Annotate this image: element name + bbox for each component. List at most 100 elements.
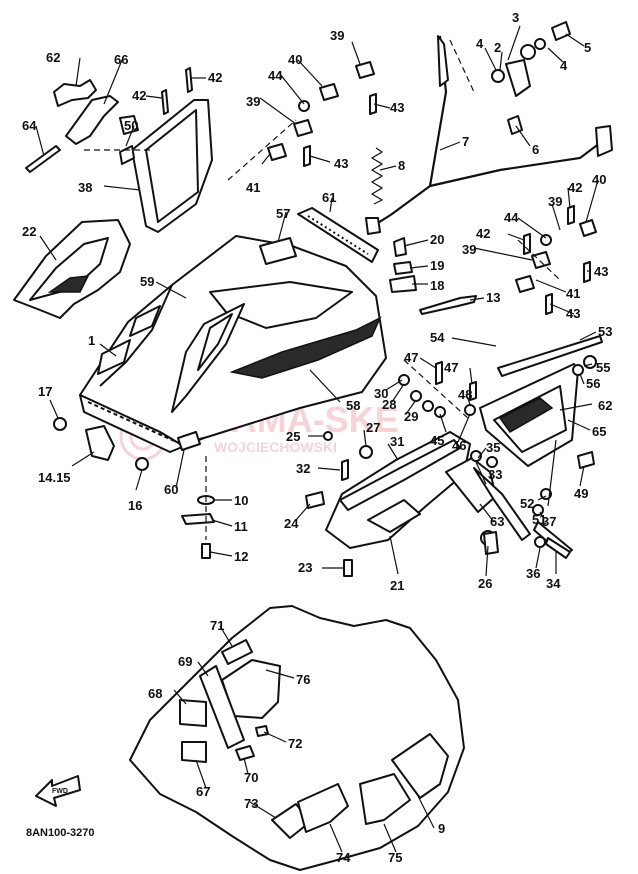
callout-17: 17 [38,384,52,399]
callout-3: 3 [512,10,519,25]
callout-19: 19 [430,258,444,273]
callout-32: 32 [296,461,310,476]
callout-43: 43 [390,100,404,115]
callout-4: 4 [560,58,568,73]
callout-34: 34 [546,576,561,591]
callout-71: 71 [210,618,224,633]
callout-36: 36 [526,566,540,581]
callout-73: 73 [244,796,258,811]
callout-27: 27 [366,420,380,435]
callout-11: 11 [234,519,248,534]
callout-65: 65 [592,424,606,439]
callout-23: 23 [298,560,312,575]
callout-43: 43 [334,156,348,171]
callout-40: 40 [592,172,606,187]
lower-cowl-9-part [129,605,465,871]
side-panel-22-part [13,219,131,319]
callout-26: 26 [478,576,492,591]
callout-12: 12 [234,549,248,564]
callout-45: 45 [430,433,444,448]
callout-37: 37 [542,514,556,529]
callout-8: 8 [398,158,405,173]
callout-47: 47 [404,350,418,365]
callout-67: 67 [196,784,210,799]
callout-39: 39 [462,242,476,257]
fwd-label: FWD [52,788,68,795]
callout-43: 43 [566,306,580,321]
callout-39: 39 [246,94,260,109]
callout-47: 47 [444,360,458,375]
callout-44: 44 [504,210,519,225]
callout-59: 59 [140,274,154,289]
callout-1: 1 [88,333,95,348]
lower-small-parts [53,417,571,577]
callout-46: 46 [452,438,466,453]
callout-44: 44 [268,68,283,83]
callout-2: 2 [494,40,501,55]
lever-parts [491,21,571,135]
grommet-parts [389,237,477,315]
callout-56: 56 [586,376,600,391]
callout-labels: 13244567891011121314.1516171819202122232… [22,10,612,865]
callout-29: 29 [404,409,418,424]
bracket-38-part [119,99,213,233]
callout-42: 42 [568,180,582,195]
assembly-lines [84,39,561,540]
callout-7: 7 [462,134,469,149]
callout-39: 39 [330,28,344,43]
callout-55: 55 [596,360,610,375]
callout-72: 72 [288,736,302,751]
callout-74: 74 [336,850,351,865]
front-cowling-part [79,235,387,453]
leader-lines [35,25,599,853]
callout-57: 57 [276,206,290,221]
callout-6: 6 [532,142,539,157]
lower-bracket-21-part [325,431,531,549]
callout-13: 13 [486,290,500,305]
fwd-arrow-icon: FWD [35,775,81,807]
fastener-cluster [398,361,552,516]
right-panel-65-part [479,335,603,557]
callout-42: 42 [132,88,146,103]
callout-50: 50 [124,118,138,133]
callout-54: 54 [430,330,445,345]
callout-51: 51 [532,512,546,527]
callout-76: 76 [296,672,310,687]
callout-14.15: 14.15 [38,470,71,485]
callout-9: 9 [438,821,445,836]
callout-42: 42 [476,226,490,241]
callout-39: 39 [548,194,562,209]
callout-61: 61 [322,190,336,205]
callout-53: 53 [598,324,612,339]
callout-5: 5 [584,40,591,55]
callout-4: 4 [476,36,484,51]
callout-28: 28 [382,397,396,412]
throttle-cable-assembly [297,35,613,263]
callout-62: 62 [598,398,612,413]
callout-60: 60 [164,482,178,497]
decal-parts-top-left [25,79,119,173]
callout-48: 48 [458,387,472,402]
callout-42: 42 [208,70,222,85]
callout-31: 31 [390,434,404,449]
diagram-code: 8AN100-3270 [26,827,95,839]
callout-52: 52 [520,496,534,511]
mounting-hardware [119,61,597,315]
callout-41: 41 [246,180,260,195]
watermark-sub: WOJCIECHOWSKI [214,439,337,455]
callout-30: 30 [374,386,388,401]
callout-66: 66 [114,52,128,67]
callout-18: 18 [430,278,444,293]
callout-43: 43 [594,264,608,279]
callout-20: 20 [430,232,444,247]
callout-64: 64 [22,118,37,133]
callout-24: 24 [284,516,299,531]
callout-38: 38 [78,180,92,195]
callout-10: 10 [234,493,248,508]
callout-49: 49 [574,486,588,501]
callout-75: 75 [388,850,402,865]
callout-58: 58 [346,398,360,413]
callout-41: 41 [566,286,580,301]
callout-40: 40 [288,52,302,67]
